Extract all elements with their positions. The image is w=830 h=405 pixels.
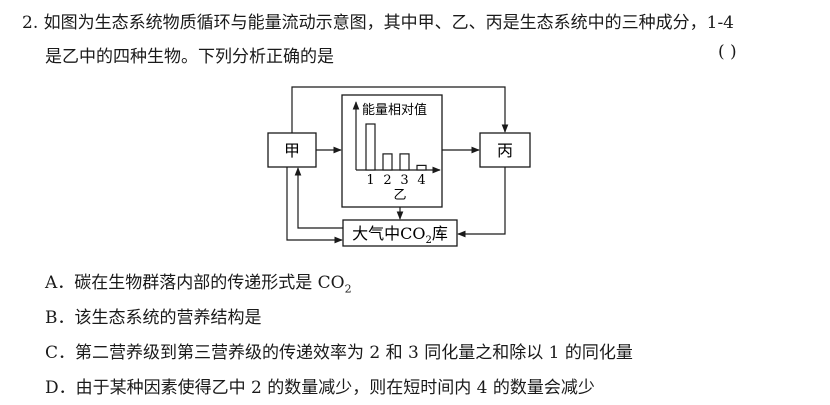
tick-label-2: 2	[383, 173, 391, 188]
node-a-label: 甲	[284, 141, 300, 160]
node-b-box	[479, 132, 531, 168]
bar-2	[382, 153, 393, 171]
arrow-a-to-b-top	[291, 86, 509, 133]
option-c: C．第二营养级到第三营养级的传递效率为 2 和 3 同化量之和除以 1 的同化量	[45, 343, 633, 363]
tick-label-4: 4	[417, 173, 425, 188]
arrow-a-to-co2	[286, 167, 343, 244]
arrow-co2-to-a	[294, 167, 343, 229]
bar-3	[399, 153, 410, 171]
option-a: A．碳在生物群落内部的传递形式是 CO2	[45, 273, 352, 296]
node-c-box	[341, 94, 443, 208]
option-b: B．该生态系统的营养结构是	[45, 308, 262, 328]
question-line-2: 是乙中的四种生物。下列分析正确的是	[45, 47, 334, 67]
bar-4	[416, 164, 427, 171]
co2-box	[342, 219, 458, 247]
co2-label: 大气中CO2库	[352, 224, 448, 246]
bar-1	[365, 123, 376, 171]
chart-ylabel: 能量相对值	[362, 102, 427, 118]
option-d: D．由于某种因素使得乙中 2 的数量减少，则在短时间内 4 的数量会减少	[45, 378, 595, 398]
tick-label-1: 1	[366, 173, 374, 188]
question-line-1: 2. 如图为生态系统物质循环与能量流动示意图，其中甲、乙、丙是生态系统中的三种成…	[22, 13, 734, 33]
node-b-label: 丙	[497, 141, 513, 160]
tick-label-3: 3	[400, 173, 408, 188]
arrow-b-to-co2	[457, 167, 506, 238]
answer-parentheses: ( )	[718, 42, 737, 62]
node-c-label: 乙	[393, 188, 406, 203]
